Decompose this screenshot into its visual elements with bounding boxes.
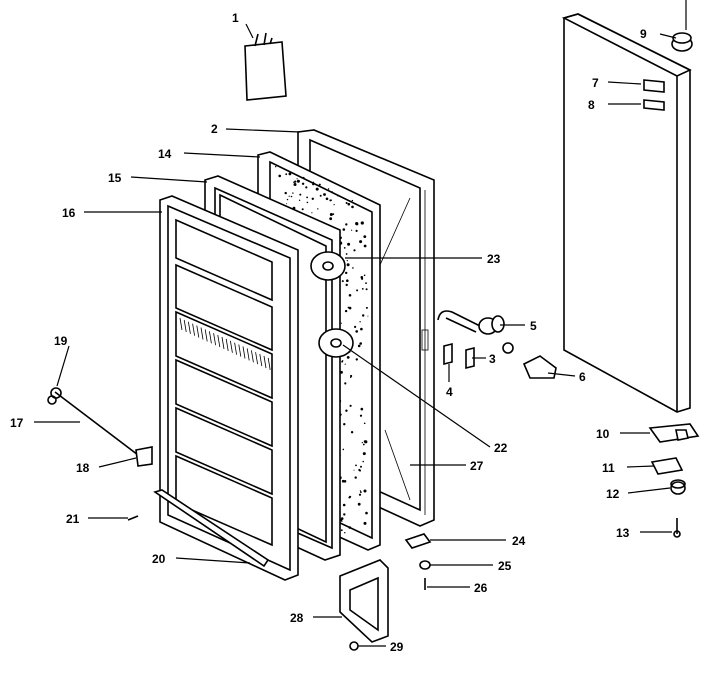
part-12 <box>670 479 686 495</box>
callout-5: 5 <box>530 319 537 333</box>
callout-20: 20 <box>152 552 166 566</box>
part-13 <box>673 518 681 538</box>
part-clip <box>135 446 153 467</box>
callout-8: 8 <box>588 98 595 112</box>
callout-6: 6 <box>579 370 586 384</box>
callout-22: 22 <box>494 441 508 455</box>
part-24 <box>404 533 432 549</box>
part-hinge-bracket <box>648 423 700 443</box>
leader-lines <box>34 0 687 647</box>
part-plug-upper <box>310 251 346 281</box>
callout-21: 21 <box>66 512 80 526</box>
callout-15: 15 <box>108 171 122 185</box>
part-grommet <box>671 32 693 52</box>
callout-24: 24 <box>512 534 526 548</box>
callout-9: 9 <box>640 27 647 41</box>
part-plug-lower <box>318 328 354 358</box>
liner-grille <box>179 317 271 370</box>
callout-27: 27 <box>470 459 484 473</box>
callout-19: 19 <box>54 334 68 348</box>
callout-25: 25 <box>498 559 512 573</box>
callout-10: 10 <box>596 427 610 441</box>
callout-14: 14 <box>158 147 172 161</box>
callout-26: 26 <box>474 581 488 595</box>
callout-28: 28 <box>290 611 304 625</box>
part-bottom-trim <box>153 489 270 568</box>
callout-2: 2 <box>211 122 218 136</box>
callout-13: 13 <box>616 526 630 540</box>
part-11 <box>650 457 684 475</box>
part-28 <box>339 559 389 643</box>
part-3 <box>465 346 475 370</box>
part-29 <box>349 641 359 651</box>
part-outer-door-panel <box>561 13 692 413</box>
callout-16: 16 <box>62 206 76 220</box>
callout-1: 1 <box>232 11 239 25</box>
callout-12: 12 <box>606 487 620 501</box>
callout-23: 23 <box>487 252 501 266</box>
callout-4: 4 <box>446 385 453 399</box>
callout-11: 11 <box>602 461 615 475</box>
callout-17: 17 <box>10 416 24 430</box>
part-door-liner <box>159 195 299 581</box>
callout-7: 7 <box>592 76 599 90</box>
callout-3: 3 <box>489 352 496 366</box>
callout-18: 18 <box>76 461 90 475</box>
part-screw-21 <box>127 515 139 521</box>
callout-labels: 1 2 3 4 5 6 7 8 9 10 11 12 13 14 15 16 1… <box>10 11 647 654</box>
callout-29: 29 <box>390 640 404 654</box>
part-nut <box>502 342 514 354</box>
part-wire-rod <box>47 387 139 456</box>
part-cap <box>522 355 557 379</box>
liner-shelves <box>175 218 273 547</box>
part-hinge-pin <box>437 310 505 335</box>
part-25 <box>419 560 431 570</box>
part-4 <box>443 342 453 366</box>
part-manual <box>244 32 287 101</box>
